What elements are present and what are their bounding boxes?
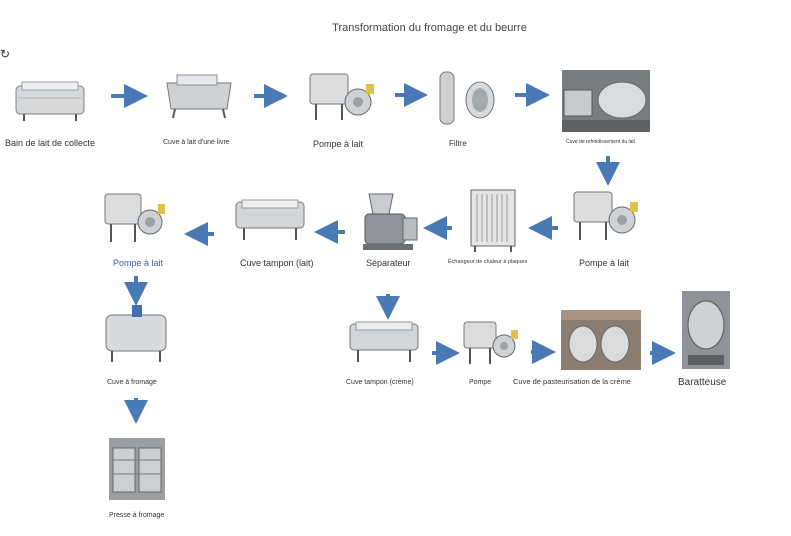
node-label: Baratteuse xyxy=(678,377,727,388)
pump-icon xyxy=(309,73,374,120)
cheese-vat-icon xyxy=(105,305,167,362)
churn-icon xyxy=(682,291,730,369)
node-label: Séparateur xyxy=(366,258,411,268)
node-label: Filtre xyxy=(449,139,467,148)
filter-icon xyxy=(439,71,495,125)
node-label: Cuve de refroidissement du lait xyxy=(566,139,635,145)
buffer-tank-icon xyxy=(235,199,305,240)
pump-icon xyxy=(463,321,518,364)
cooling-tank-icon xyxy=(562,70,650,132)
pump-icon xyxy=(573,191,638,240)
node-label: Cuve à fromage xyxy=(107,379,157,386)
node-label: Pompe à lait xyxy=(313,139,364,149)
node-label: Cuve tampon (crème) xyxy=(346,379,414,386)
plate-heat-exchanger-icon xyxy=(470,189,516,252)
pasteurization-tank-icon xyxy=(561,310,641,370)
diagram-title: Transformation du fromage et du beurre xyxy=(332,22,527,34)
node-label: Pompe à lait xyxy=(113,258,164,268)
refresh-icon[interactable]: ↻ xyxy=(0,47,11,61)
node-label: Échangeur de chaleur à plaques xyxy=(448,259,528,265)
node-label: Cuve de pasteurisation de la crème xyxy=(513,377,631,386)
milk-tank-icon xyxy=(166,74,232,119)
node-label: Pompe xyxy=(469,379,492,386)
node-label: Bain de lait de collecte xyxy=(5,138,96,148)
node-label: Cuve tampon (lait) xyxy=(240,258,314,268)
separator-icon xyxy=(363,193,418,250)
node-label: Cuve à lait d'une livre xyxy=(163,139,230,146)
pump-icon xyxy=(104,193,165,242)
node-label: Presse à fromage xyxy=(109,512,165,519)
buffer-tank-icon xyxy=(349,321,419,362)
collection-tank-icon xyxy=(15,81,85,121)
cheese-press-icon xyxy=(109,438,165,500)
node-label: Pompe à lait xyxy=(579,258,630,268)
